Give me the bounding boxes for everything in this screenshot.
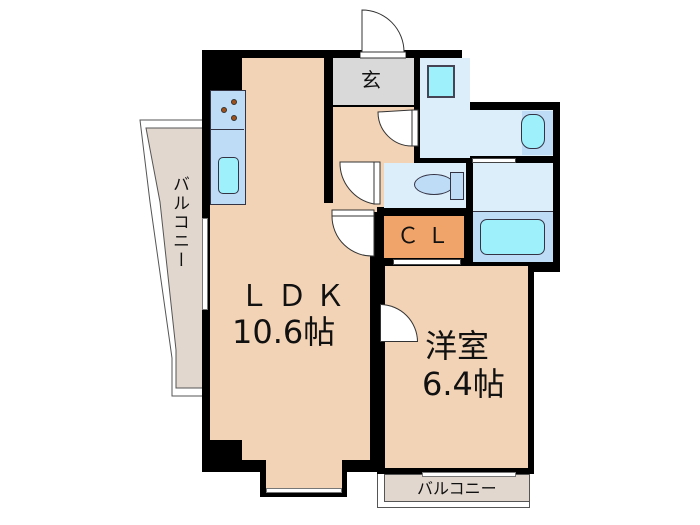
western-room-floor	[385, 266, 528, 468]
ldk-floor-right	[242, 58, 324, 460]
left-balcony	[139, 119, 211, 397]
western-room-size: 6.4帖	[422, 365, 505, 403]
hall-ldk-door-icon	[331, 209, 375, 257]
counter-divider	[210, 129, 244, 130]
ldk-label: ＬＤＫ	[239, 279, 353, 314]
bay-window	[266, 488, 342, 493]
western-room-label: 洋室	[425, 327, 490, 365]
bedroom-door-icon	[380, 304, 418, 342]
bathtub-icon	[480, 219, 545, 255]
bath-door-icon	[472, 158, 516, 163]
closet	[384, 216, 464, 258]
toilet-tank	[450, 172, 464, 200]
washroom-door-icon	[377, 109, 419, 147]
left-balcony-label: バルコニー	[169, 175, 189, 270]
ldk-floor-lower-right	[333, 215, 370, 460]
bath-changing-floor	[473, 163, 553, 213]
ldk-left-window	[202, 218, 208, 310]
stove-burner-icon	[231, 99, 237, 105]
stove-burner-icon	[231, 115, 237, 121]
kitchen-sink-icon	[218, 157, 239, 194]
bay-window-floor	[266, 460, 342, 488]
ldk-size: 10.6帖	[232, 313, 336, 351]
toilet-icon	[414, 174, 454, 195]
stove-burner-icon	[221, 107, 227, 113]
bedroom-window	[422, 472, 516, 477]
toilet-door-icon	[339, 161, 381, 205]
front-door-icon	[360, 9, 406, 59]
washing-machine-icon	[427, 65, 455, 98]
entrance-label: 玄	[361, 68, 381, 92]
wall-corner-pillar	[210, 440, 242, 468]
bottom-balcony-label: バルコニー	[417, 479, 497, 498]
washbasin-icon	[521, 114, 545, 149]
closet-label: ＣＬ	[397, 224, 458, 249]
closet-door	[393, 259, 461, 265]
entrance-floor	[333, 58, 414, 105]
bottom-balcony-floor	[384, 474, 530, 502]
